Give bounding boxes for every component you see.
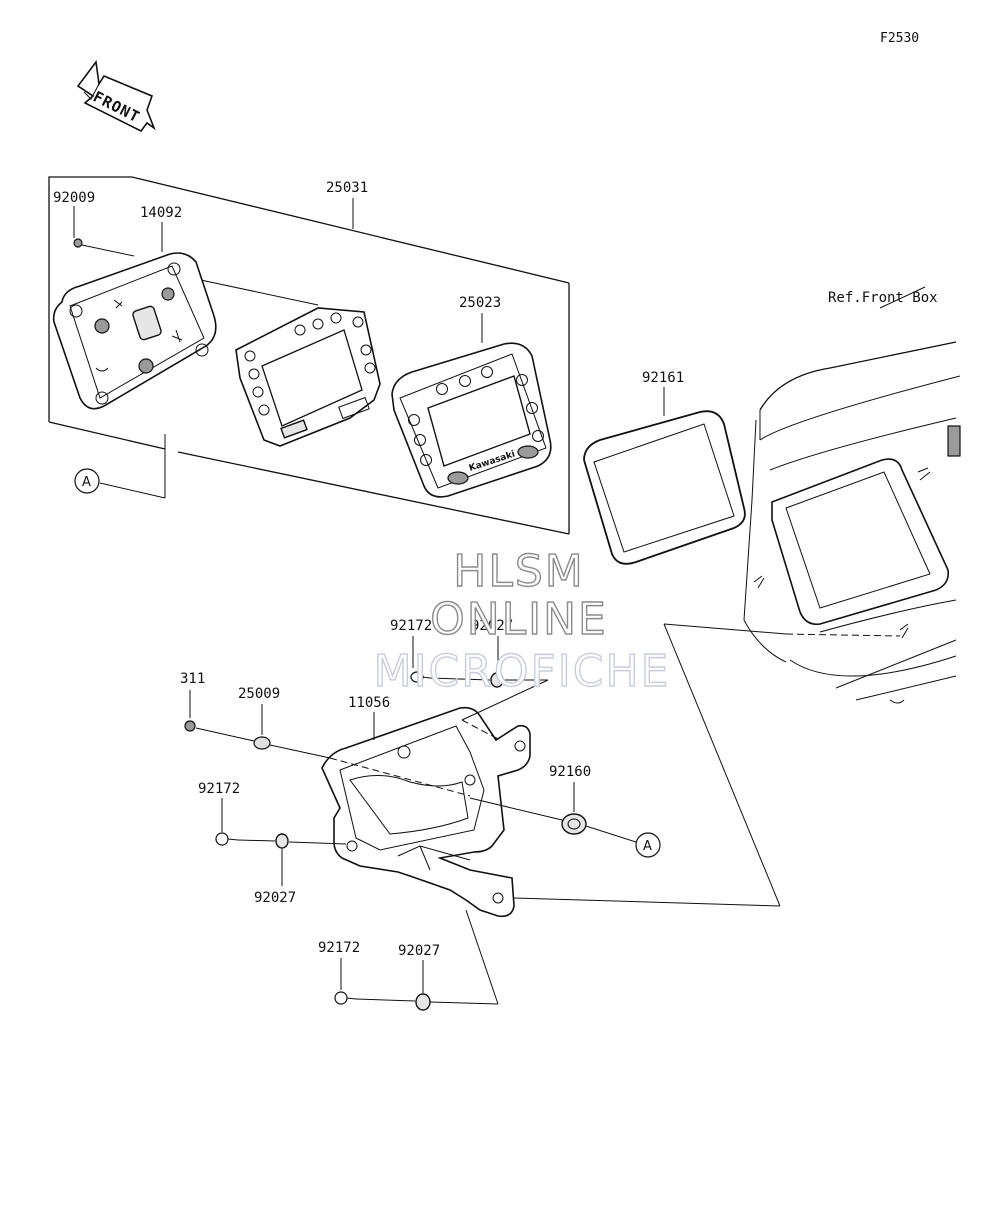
screw-92009 — [73, 238, 83, 248]
circuit-board — [235, 307, 381, 447]
label-311: 311 — [180, 671, 205, 687]
label-11056: 11056 — [348, 695, 390, 711]
bolt-92172-top — [410, 671, 431, 683]
assembly-bracket — [48, 176, 570, 535]
front-arrow: FRONT — [76, 59, 156, 133]
rear-cover-14092 — [52, 252, 217, 410]
figure-id: F2530 — [880, 31, 919, 46]
bracket-11056 — [321, 706, 531, 918]
label-92027-left: 92027 — [254, 890, 296, 906]
label-25023: 25023 — [459, 295, 501, 311]
label-92027-bottom: 92027 — [398, 943, 440, 959]
leader-lines-lower — [189, 623, 787, 1005]
callout-a-lower: A — [635, 832, 661, 858]
label-14092: 14092 — [140, 205, 182, 221]
label-25031: 25031 — [326, 180, 368, 196]
rubber-92160 — [561, 813, 587, 835]
label-92160: 92160 — [549, 764, 591, 780]
grommet-25009 — [253, 736, 271, 750]
nut-92027-left — [275, 833, 289, 849]
watermark-line3: MICROFICHE — [374, 646, 671, 697]
nut-92027-top — [490, 672, 504, 688]
label-92172-top: 92172 — [390, 618, 432, 634]
watermark: HLSM ONLINE MICROFICHE — [373, 545, 671, 697]
callout-a-upper: A — [74, 468, 100, 494]
front-box-reference — [743, 341, 961, 704]
label-92161: 92161 — [642, 370, 684, 386]
label-92027-top: 92027 — [471, 618, 513, 634]
label-92172-left: 92172 — [198, 781, 240, 797]
meter-25023: Kawasaki — [391, 342, 552, 498]
watermark-line1: HLSM — [453, 546, 585, 597]
watermark-line2: ONLINE — [430, 594, 608, 645]
leader-lines-upper — [73, 206, 926, 416]
label-25009: 25009 — [238, 686, 280, 702]
gasket-92161 — [583, 410, 746, 565]
nut-311 — [184, 720, 196, 732]
label-92172-bottom: 92172 — [318, 940, 360, 956]
callout-a-lower-text: A — [643, 839, 652, 854]
ref-front-box-label: Ref.Front Box — [828, 290, 938, 306]
callout-a-upper-text: A — [82, 475, 91, 490]
label-92009: 92009 — [53, 190, 95, 206]
nut-92027-bottom — [415, 993, 431, 1011]
bolt-92172-bottom — [334, 991, 357, 1005]
bolt-92172-left — [215, 832, 239, 846]
